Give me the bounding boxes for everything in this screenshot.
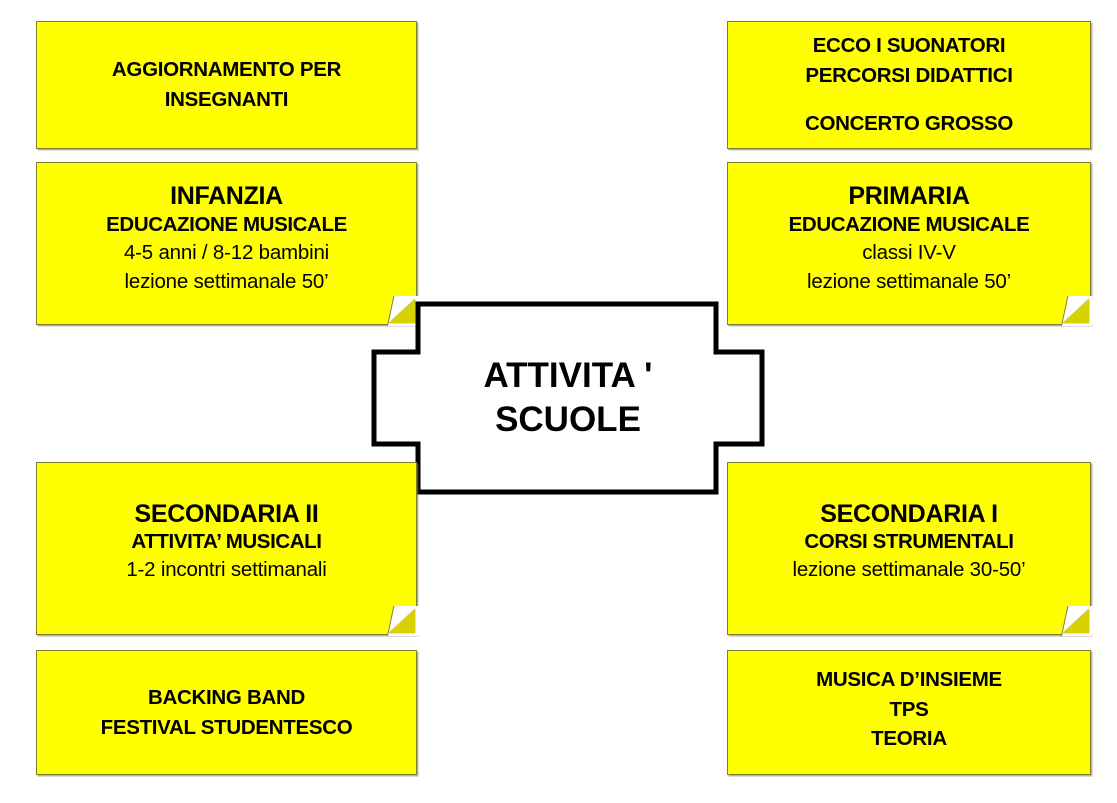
- note-line-2: TPS: [889, 697, 929, 721]
- note-detail-1: 4-5 anni / 8-12 bambini: [123, 240, 330, 264]
- note-line-1: AGGIORNAMENTO PER: [111, 58, 342, 82]
- note-detail-1: lezione settimanale 30-50’: [792, 558, 1026, 582]
- note-text-block: SECONDARIA I CORSI STRUMENTALI lezione s…: [728, 499, 1090, 585]
- note-line-3: CONCERTO GROSSO: [804, 111, 1014, 135]
- note-text-block: INFANZIA EDUCAZIONE MUSICALE 4-5 anni / …: [37, 181, 416, 296]
- note-heading: INFANZIA: [170, 182, 283, 211]
- note-text-block: AGGIORNAMENTO PER INSEGNANTI: [37, 55, 416, 114]
- note-subheading: CORSI STRUMENTALI: [804, 530, 1014, 554]
- note-line-1: BACKING BAND: [148, 685, 305, 709]
- note-secondaria-i[interactable]: SECONDARIA I CORSI STRUMENTALI lezione s…: [727, 462, 1098, 636]
- note-line-2: FESTIVAL STUDENTESCO: [100, 715, 353, 739]
- note-detail-1: classi IV-V: [862, 240, 956, 264]
- note-backing-band[interactable]: BACKING BAND FESTIVAL STUDENTESCO: [36, 650, 417, 775]
- note-line-spacer: [736, 91, 1082, 109]
- note-subheading: EDUCAZIONE MUSICALE: [106, 212, 347, 236]
- note-line-2: PERCORSI DIDATTICI: [805, 64, 1013, 88]
- folded-corner-icon: [389, 609, 415, 633]
- note-ecco-i-suonatori[interactable]: ECCO I SUONATORI PERCORSI DIDATTICI CONC…: [727, 21, 1091, 149]
- note-text-block: BACKING BAND FESTIVAL STUDENTESCO: [37, 683, 416, 742]
- note-primaria[interactable]: PRIMARIA EDUCAZIONE MUSICALE classi IV-V…: [727, 162, 1098, 326]
- note-detail-1: 1-2 incontri settimanali: [126, 558, 327, 582]
- note-secondaria-ii[interactable]: SECONDARIA II ATTIVITA’ MUSICALI 1-2 inc…: [36, 462, 424, 636]
- note-subheading: ATTIVITA’ MUSICALI: [131, 530, 322, 554]
- folded-corner-icon: [1063, 299, 1089, 323]
- center-node-attivita-scuole[interactable]: ATTIVITA ' SCUOLE: [368, 298, 768, 498]
- note-heading: PRIMARIA: [848, 182, 970, 211]
- note-infanzia[interactable]: INFANZIA EDUCAZIONE MUSICALE 4-5 anni / …: [36, 162, 424, 326]
- note-text-block: SECONDARIA II ATTIVITA’ MUSICALI 1-2 inc…: [37, 499, 416, 585]
- note-line-1: ECCO I SUONATORI: [812, 34, 1006, 58]
- note-aggiornamento-insegnanti[interactable]: AGGIORNAMENTO PER INSEGNANTI: [36, 21, 417, 149]
- note-subheading: EDUCAZIONE MUSICALE: [788, 212, 1030, 236]
- note-musica-dinsieme[interactable]: MUSICA D’INSIEME TPS TEORIA: [727, 650, 1091, 775]
- folded-corner-icon: [389, 299, 415, 323]
- note-text-block: MUSICA D’INSIEME TPS TEORIA: [728, 665, 1090, 754]
- note-detail-2: lezione settimanale 50’: [124, 269, 329, 293]
- note-text-block: PRIMARIA EDUCAZIONE MUSICALE classi IV-V…: [728, 181, 1090, 296]
- center-node-shape: [371, 301, 765, 495]
- note-line-1: MUSICA D’INSIEME: [816, 667, 1002, 691]
- note-text-block: ECCO I SUONATORI PERCORSI DIDATTICI CONC…: [728, 31, 1090, 138]
- note-detail-2: lezione settimanale 50’: [807, 269, 1011, 293]
- note-line-2: INSEGNANTI: [164, 88, 289, 111]
- note-heading: SECONDARIA II: [134, 499, 319, 528]
- folded-corner-icon: [1063, 609, 1089, 633]
- note-heading: SECONDARIA I: [820, 499, 998, 528]
- note-line-3: TEORIA: [871, 727, 947, 751]
